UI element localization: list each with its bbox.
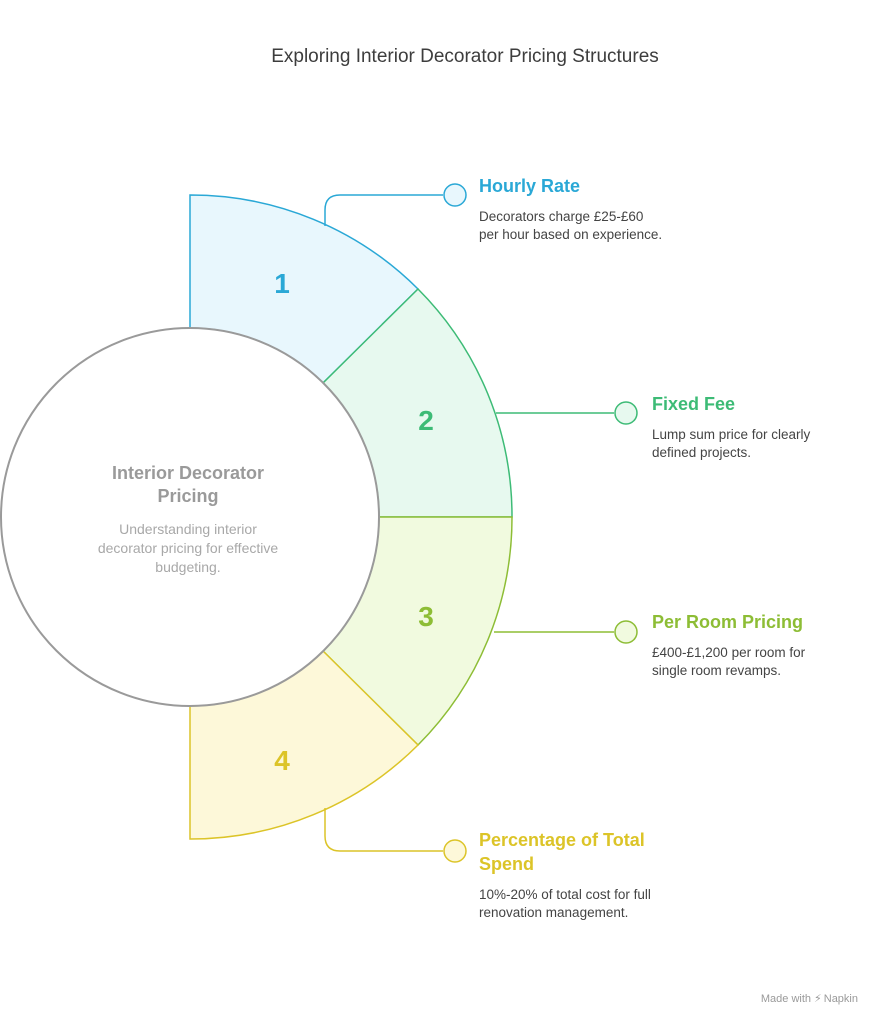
- connector-1: [324, 194, 443, 226]
- center-circle: [0, 327, 380, 707]
- center-title: Interior Decorator Pricing: [111, 463, 265, 506]
- center-label: Interior Decorator Pricing Understanding…: [96, 462, 280, 577]
- callout-2-description: Lump sum price for clearly defined proje…: [652, 427, 811, 460]
- diagram-title: Exploring Interior Decorator Pricing Str…: [271, 46, 659, 67]
- connector-4: [324, 808, 443, 852]
- segment-1-number: 1: [274, 268, 290, 299]
- callout-4-description: 10%-20% of total cost for full renovatio…: [479, 887, 651, 920]
- connector-3-dot: [614, 620, 638, 644]
- napkin-logo-icon: ⚡: [814, 993, 822, 1005]
- callout-2-title: Fixed Fee: [652, 394, 736, 414]
- segment-4-number: 4: [274, 745, 290, 776]
- callout-1-description: Decorators charge £25-£60 per hour based…: [479, 209, 663, 242]
- callout-4-title: Percentage of Total Spend: [479, 830, 645, 874]
- callout-3-title: Per Room Pricing: [652, 612, 804, 632]
- made-with-label: Made with: [760, 993, 812, 1005]
- callout-per-room-pricing: Per Room Pricing £400-£1,200 per room fo…: [652, 610, 862, 680]
- segment-2-number: 2: [418, 405, 434, 436]
- callout-3-description: £400-£1,200 per room for single room rev…: [652, 645, 806, 678]
- callout-percentage-of-total-spend: Percentage of Total Spend 10%-20% of tot…: [479, 828, 689, 922]
- center-description: Understanding interior decorator pricing…: [97, 521, 279, 575]
- connector-1-dot: [443, 183, 467, 207]
- brand-name: Napkin: [823, 993, 858, 1005]
- connector-4-dot: [443, 839, 467, 863]
- made-with-napkin-footer: Made with⚡Napkin: [761, 992, 858, 1005]
- callout-1-title: Hourly Rate: [479, 176, 581, 196]
- segment-3-number: 3: [418, 601, 434, 632]
- callout-fixed-fee: Fixed Fee Lump sum price for clearly def…: [652, 392, 862, 462]
- callout-hourly-rate: Hourly Rate Decorators charge £25-£60 pe…: [479, 174, 689, 244]
- connector-2-dot: [614, 401, 638, 425]
